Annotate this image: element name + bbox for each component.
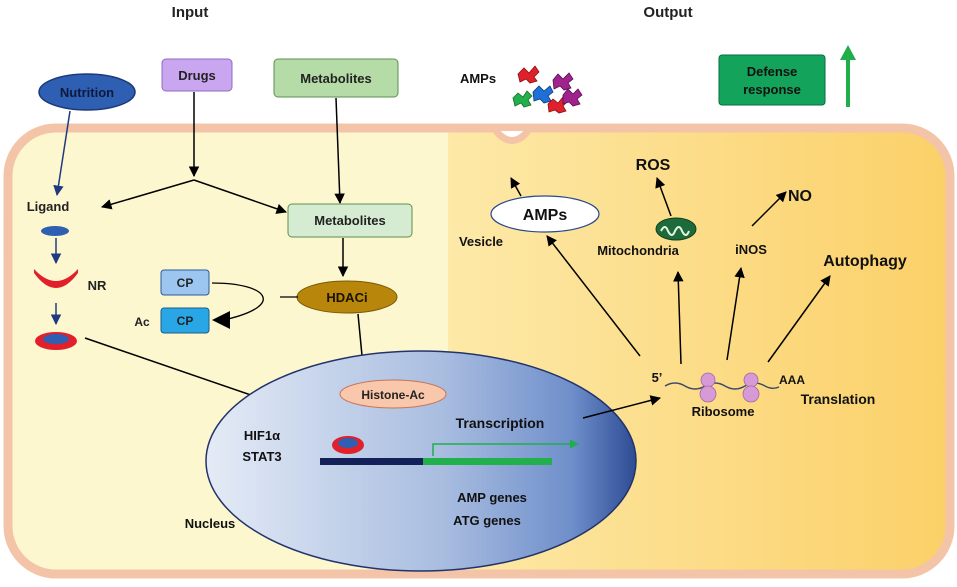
mitochondria-icon [655,217,697,241]
svg-text:Drugs: Drugs [178,68,216,83]
mrna-to-inos-arrow [726,266,745,361]
acetylation-arrowhead [212,311,230,329]
nr-label: NR [88,278,107,293]
svg-text:Nutrition: Nutrition [60,85,114,100]
mrna-to-autophagy-arrow [767,275,831,363]
up-arrow-icon [840,45,856,107]
no-label: NO [788,188,812,205]
nutrition-node: Nutrition [38,73,136,111]
translation-label: Translation [801,391,876,407]
amps-outside-label: AMPs [460,71,496,86]
svg-text:Metabolites: Metabolites [300,71,372,86]
ligand-receptor-complex-icon [35,332,77,350]
mrna-strand [664,382,780,390]
metabolites-down-arrow [334,97,345,205]
metabolites-inner-node: Metabolites [287,203,413,238]
svg-text:Defense: Defense [747,64,798,79]
vesicle-to-membrane-arrow [510,177,522,197]
ligand-label: Ligand [27,199,70,214]
tf-stat3-label: STAT3 [242,449,281,464]
autophagy-label: Autophagy [823,253,907,270]
defense-response-node: Defense response [718,54,826,106]
output-header: Output [643,4,692,21]
nucleus-to-mrna-arrow [582,395,662,419]
ligand-icon [41,226,69,236]
nutrition-to-ligand-arrow [53,110,71,197]
polya-label: AAA [779,373,805,387]
ribosome-label: Ribosome [692,404,755,419]
drugs-node: Drugs [161,58,233,92]
histone-ac-node: Histone-Ac [339,379,447,409]
nucleus-label: Nucleus [185,516,236,531]
nuclear-receptor-icon [34,269,78,288]
svg-text:CP: CP [177,314,194,328]
svg-text:response: response [743,82,801,97]
metabolites-top-node: Metabolites [273,58,399,98]
amps-vesicle-node: AMPs [490,195,600,233]
ribosome-icon [699,372,760,403]
input-header: Input [172,4,209,21]
ros-label: ROS [636,157,671,174]
drugs-to-ligand-arrow [100,179,195,210]
svg-text:CP: CP [177,276,194,290]
svg-text:Histone-Ac: Histone-Ac [361,388,425,402]
transcription-label: Transcription [456,415,545,431]
mito-to-ros-arrow [655,177,672,217]
amp-genes-label: AMP genes [457,490,527,505]
ac-label: Ac [134,315,150,329]
dna-gene-region [423,458,552,465]
svg-text:Metabolites: Metabolites [314,213,386,228]
atg-genes-label: ATG genes [453,513,521,528]
hdaci-node: HDACi [296,280,398,314]
dna-regulatory-region [320,458,423,465]
five-prime-label: 5’ [652,370,663,385]
cell-membrane [3,123,955,579]
membrane-pore [493,128,531,144]
tf-hif1a-label: HIF1α [244,428,280,443]
svg-text:HDACi: HDACi [326,290,367,305]
mrna-to-vesicle-arrow [546,235,641,357]
cp-acetylated-node: CP [160,307,210,334]
svg-text:AMPs: AMPs [523,207,568,224]
drugs-to-metabolites-arrow [193,179,287,214]
amp-peptide-icon [512,65,583,114]
mrna-to-mitochondria-arrow [673,270,684,365]
cp-top-node: CP [160,269,210,296]
mitochondria-label: Mitochondria [597,243,679,258]
vesicle-label: Vesicle [459,234,503,249]
inos-to-no-arrow [751,191,787,227]
acetylation-cycle-arrow [211,282,264,320]
bound-receptor-icon [332,436,364,454]
inos-label: iNOS [735,242,767,257]
transcription-start-arrow [432,439,579,456]
